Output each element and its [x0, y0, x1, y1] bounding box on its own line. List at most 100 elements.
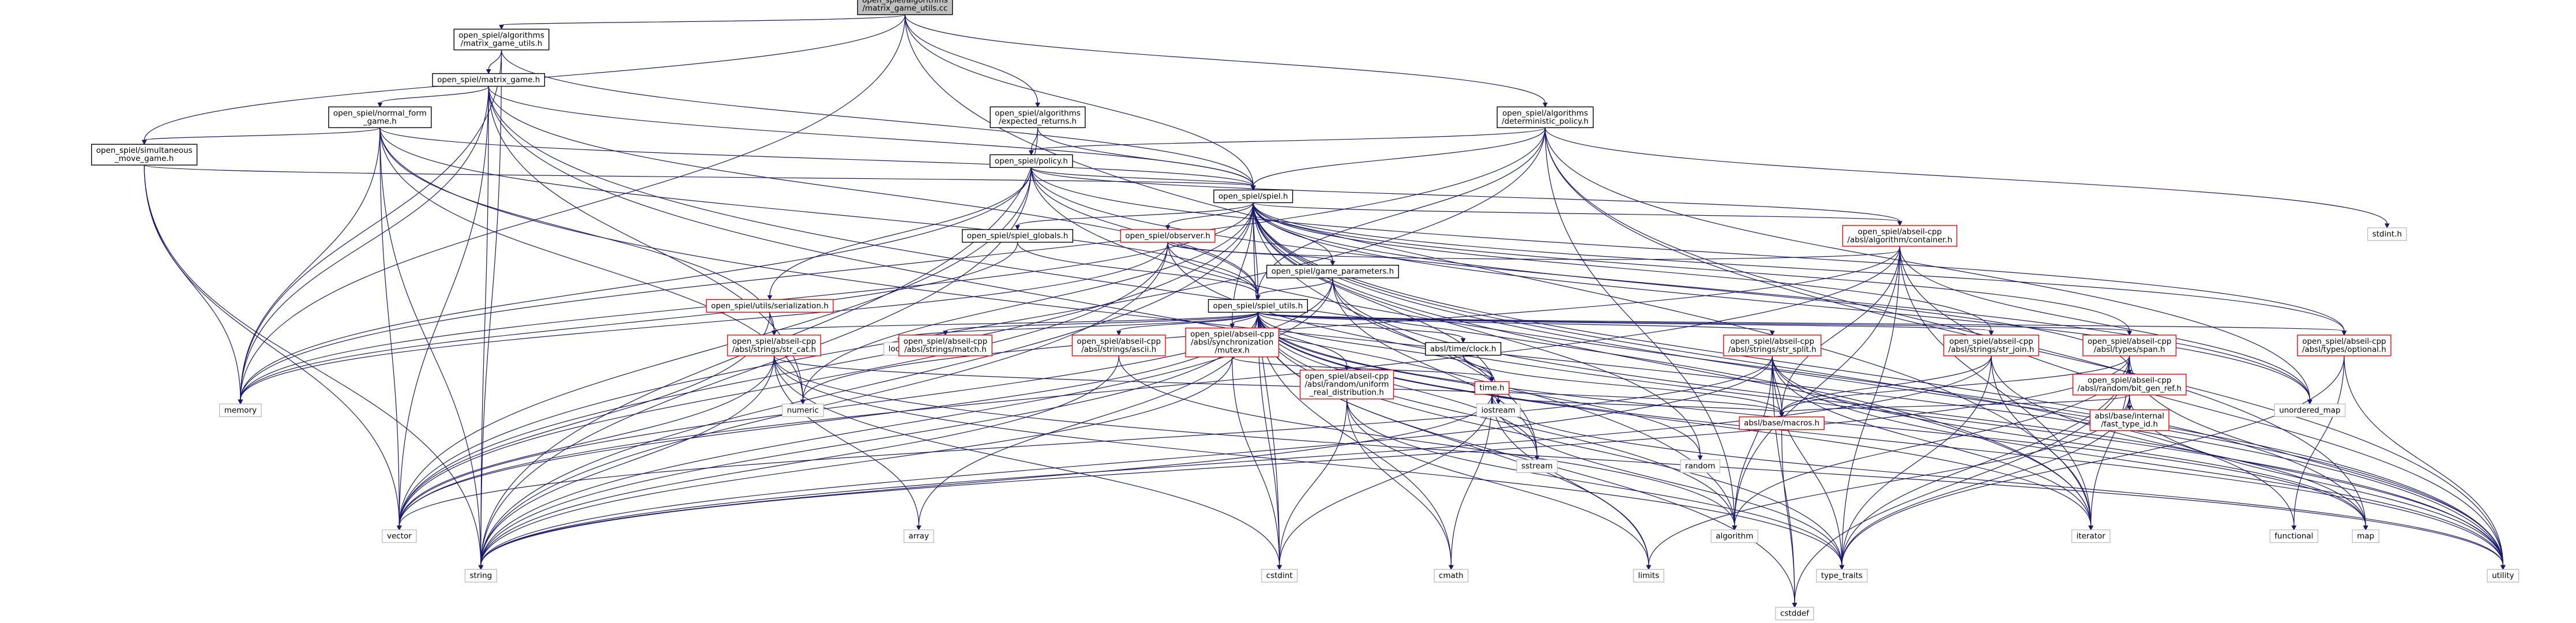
node-box — [1633, 569, 1664, 583]
node-bit-gen[interactable]: open_spiel/abseil-cpp/absl/random/bit_ge… — [2072, 373, 2187, 396]
node-str-join[interactable]: open_spiel/abseil-cpp/absl/strings/str_j… — [1943, 335, 2040, 356]
edge-deterministic-to-stdint — [1544, 127, 2388, 224]
node-numeric: numeric — [781, 403, 824, 418]
edge-optional-to-type_traits — [1841, 355, 2345, 566]
arrowhead-bit_gen-to-type_traits — [1839, 565, 1845, 571]
edge-game_params-to-string — [480, 277, 1333, 566]
node-box — [990, 106, 1086, 129]
node-label-line: open_spiel/spiel_globals.h — [967, 231, 1069, 241]
edge-deterministic-to-policy — [1031, 127, 1546, 151]
edge-matrix_game-to-normal_form — [379, 86, 489, 103]
edge-policy-to-memory — [240, 167, 1032, 400]
node-mutex[interactable]: open_spiel/abseil-cpp/absl/synchronizati… — [1185, 327, 1280, 358]
node-container[interactable]: open_spiel/abseil-cpp/absl/algorithm/con… — [1842, 225, 1958, 247]
node-box — [2367, 227, 2407, 241]
node-label-line: absl/base/internal — [2094, 411, 2164, 421]
arrowhead-mgu_h-to-matrix_game — [486, 69, 491, 74]
node-ascii[interactable]: open_spiel/abseil-cpp/absl/strings/ascii… — [1071, 335, 1166, 356]
edge-utils-to-type_traits — [1257, 312, 1842, 566]
edge-spiel-to-iterator — [1253, 202, 2092, 526]
arrowhead-str_cat-to-array — [916, 526, 922, 531]
node-label-line: utility — [2492, 571, 2514, 580]
node-serialization[interactable]: open_spiel/utils/serialization.h — [706, 299, 834, 313]
node-expected[interactable]: open_spiel/algorithms/expected_returns.h — [990, 106, 1086, 129]
arrowhead-time_h-to-cstdint — [1277, 565, 1282, 571]
node-normal-form[interactable]: open_spiel/normal_form_game.h — [328, 106, 432, 129]
arrowhead-time_h-to-cmath — [1449, 565, 1454, 571]
arrowhead-optional-to-functional — [2291, 526, 2297, 531]
node-str-cat[interactable]: open_spiel/abseil-cpp/absl/strings/str_c… — [727, 335, 821, 356]
node-time-h[interactable]: time.h — [1474, 381, 1510, 395]
node-game-params[interactable]: open_spiel/game_parameters.h — [1266, 265, 1399, 279]
edge-mgu_h-to-matrix_game — [488, 50, 502, 70]
node-macros[interactable]: absl/base/macros.h — [1739, 416, 1825, 430]
edge-optional-to-utility — [2344, 355, 2504, 566]
node-simultaneous[interactable]: open_spiel/simultaneous_move_game.h — [91, 144, 198, 166]
edge-str_join-to-macros — [1781, 355, 1992, 413]
edge-mutex-to-cstdint — [1232, 356, 1280, 566]
node-box — [961, 229, 1073, 243]
edge-container-to-algorithm — [1734, 246, 1901, 526]
node-label-line: /absl/strings/str_cat.h — [732, 345, 817, 354]
node-deterministic[interactable]: open_spiel/algorithms/deterministic_poli… — [1496, 106, 1594, 129]
node-label-line: /absl/random/uniform — [1305, 380, 1389, 389]
edge-span-to-string — [480, 355, 2130, 566]
arrowhead-game_params-to-utils — [1255, 295, 1261, 301]
edge-normal_form-to-memory — [240, 127, 381, 400]
node-label-line: open_spiel/abseil-cpp — [2088, 337, 2172, 346]
node-utils[interactable]: open_spiel/spiel_utils.h — [1208, 299, 1308, 313]
node-label-line: time.h — [1479, 384, 1504, 393]
arrowhead-spiel-to-observer — [1165, 225, 1171, 231]
node-str-split[interactable]: open_spiel/abseil-cpp/absl/strings/str_s… — [1723, 335, 1822, 356]
node-uniform[interactable]: open_spiel/abseil-cpp/absl/random/unifor… — [1299, 369, 1394, 400]
node-cstddef: cstddef — [1775, 606, 1814, 621]
node-label-line: open_spiel/spiel.h — [1219, 192, 1288, 201]
edge-str_cat-to-string — [480, 355, 774, 566]
arrowhead-utils-to-span — [2127, 331, 2133, 336]
arrowhead-normal_form-to-simultaneous — [141, 140, 147, 145]
node-spiel[interactable]: open_spiel/spiel.h — [1213, 189, 1293, 204]
node-label-line: open_spiel/abseil-cpp — [1077, 337, 1161, 346]
edge-game_params-to-utils — [1257, 277, 1333, 296]
edge-utils-to-ascii — [1118, 312, 1258, 332]
node-label-line: /deterministic_policy.h — [1502, 117, 1588, 126]
node-observer[interactable]: open_spiel/observer.h — [1120, 229, 1216, 243]
node-match[interactable]: open_spiel/abseil-cpp/absl/strings/match… — [898, 335, 992, 356]
node-label-line: absl/time/clock.h — [1430, 344, 1496, 354]
node-cmath: cmath — [1434, 569, 1469, 583]
node-optional[interactable]: open_spiel/abseil-cpp/absl/types/optiona… — [2297, 335, 2391, 356]
node-box — [990, 154, 1073, 168]
arrowhead-span-to-iterator — [2088, 526, 2094, 531]
arrowhead-spiel-to-container — [1897, 221, 1902, 227]
node-clock[interactable]: absl/time/clock.h — [1425, 342, 1502, 356]
node-globals[interactable]: open_spiel/spiel_globals.h — [961, 229, 1073, 243]
edge-str_split-to-type_traits — [1772, 355, 1842, 566]
arrowhead-bit_gen-to-limits — [1646, 565, 1652, 571]
node-fast-type[interactable]: absl/base/internal/fast_type_id.h — [2089, 409, 2169, 431]
node-label-line: /absl/algorithm/container.h — [1847, 235, 1952, 245]
node-box — [727, 335, 821, 356]
edge-utils-to-locale — [899, 312, 1258, 339]
node-policy[interactable]: open_spiel/policy.h — [990, 154, 1073, 168]
node-iterator: iterator — [2071, 529, 2111, 543]
node-memory: memory — [219, 403, 262, 418]
node-label-line: /absl/types/optional.h — [2302, 345, 2386, 354]
node-mgu-h[interactable]: open_spiel/algorithms/matrix_game_utils.… — [453, 28, 550, 51]
node-box — [1816, 569, 1868, 583]
node-label-line: open_spiel/abseil-cpp — [1190, 330, 1274, 339]
node-box — [898, 335, 992, 356]
edge-time_h-to-utility — [1491, 394, 2504, 566]
edge-simultaneous-to-vector — [144, 165, 400, 526]
node-span[interactable]: open_spiel/abseil-cpp/absl/types/span.h — [2082, 335, 2177, 356]
node-box — [1185, 327, 1280, 358]
node-label-line: limits — [1638, 571, 1660, 580]
node-box — [1266, 265, 1399, 279]
node-label-line: open_spiel/algorithms — [1502, 108, 1588, 118]
node-matrix-game[interactable]: open_spiel/matrix_game.h — [432, 73, 546, 87]
arrowhead-deterministic-to-stdint — [2385, 223, 2390, 229]
edge-normal_form-to-vector — [379, 127, 400, 526]
node-box — [1120, 229, 1216, 243]
edge-spiel-to-bit_gen — [1253, 202, 2130, 370]
edge-str_cat-to-cstdint — [773, 355, 1280, 566]
edge-normal_form-to-simultaneous — [144, 127, 381, 141]
